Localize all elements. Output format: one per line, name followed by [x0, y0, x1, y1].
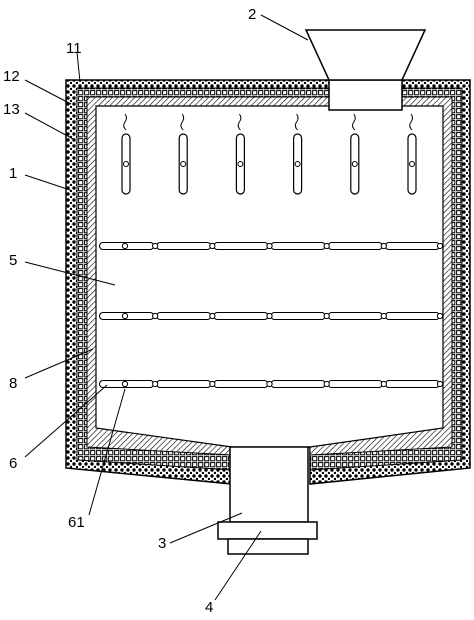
horizontal-rail: [98, 241, 444, 251]
feed-hopper: [304, 29, 427, 111]
hanging-rod: [407, 113, 417, 195]
chamber-interior: [95, 105, 444, 448]
outlet-flange: [217, 521, 318, 555]
label-12: 12: [3, 68, 20, 85]
label-8: 8: [9, 375, 17, 392]
outlet-pipe: [229, 446, 309, 523]
label-1: 1: [9, 165, 17, 182]
label-2: 2: [248, 6, 256, 23]
horizontal-rails: [98, 241, 444, 389]
leader-lines: [24, 14, 309, 601]
label-13: 13: [3, 101, 20, 118]
label-3: 3: [158, 535, 166, 552]
hanging-rod: [293, 113, 303, 195]
label-5: 5: [9, 252, 17, 269]
label-4: 4: [205, 599, 213, 616]
hanging-rod: [350, 113, 360, 195]
horizontal-rail: [98, 311, 444, 321]
horizontal-rail: [98, 379, 444, 389]
label-6: 6: [9, 455, 17, 472]
label-11: 11: [66, 40, 82, 57]
label-61: 61: [68, 514, 85, 531]
hanging-rod: [235, 113, 245, 195]
hanging-rod: [121, 113, 131, 195]
hanging-rod: [178, 113, 188, 195]
hanging-rods: [121, 113, 417, 195]
